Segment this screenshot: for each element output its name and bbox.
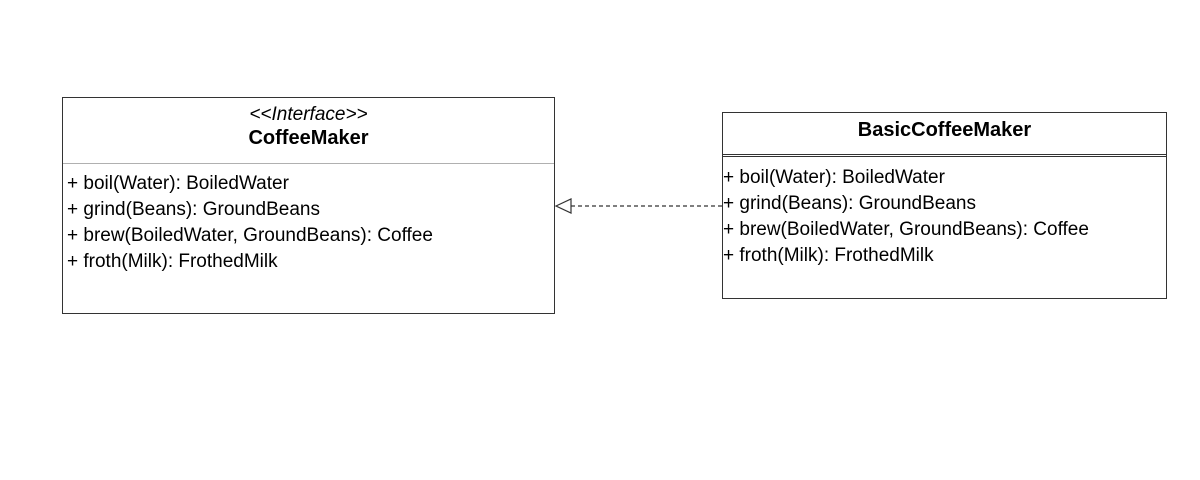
basiccoffeemaker-method-boil: + boil(Water): BoiledWater [723,167,945,188]
coffeemaker-class-name: CoffeeMaker [248,127,369,149]
basiccoffeemaker-methods: + boil(Water): BoiledWater + grind(Beans… [723,157,1166,269]
basiccoffeemaker-class-box[interactable]: BasicCoffeeMaker + boil(Water): BoiledWa… [722,112,1167,299]
basiccoffeemaker-method-brew: + brew(BoiledWater, GroundBeans): Coffee [723,219,1089,240]
hollow-triangle-arrowhead-icon [554,198,572,214]
coffeemaker-divider [63,163,554,164]
basiccoffeemaker-divider [723,154,1166,157]
interface-stereotype: <<Interface>> [249,104,368,125]
coffeemaker-method-froth: + froth(Milk): FrothedMilk [67,251,278,272]
basiccoffeemaker-method-grind: + grind(Beans): GroundBeans [723,193,976,214]
basiccoffeemaker-method-froth: + froth(Milk): FrothedMilk [723,245,934,266]
coffeemaker-method-brew: + brew(BoiledWater, GroundBeans): Coffee [67,225,433,246]
coffeemaker-method-grind: + grind(Beans): GroundBeans [67,199,320,220]
coffeemaker-interface-box[interactable]: <<Interface>> CoffeeMaker + boil(Water):… [62,97,555,314]
coffeemaker-header: <<Interface>> CoffeeMaker [63,98,554,163]
basiccoffeemaker-header: BasicCoffeeMaker [723,113,1166,154]
coffeemaker-methods: + boil(Water): BoiledWater + grind(Beans… [63,164,554,275]
basiccoffeemaker-class-name: BasicCoffeeMaker [857,119,1032,141]
coffeemaker-method-boil: + boil(Water): BoiledWater [67,173,289,194]
